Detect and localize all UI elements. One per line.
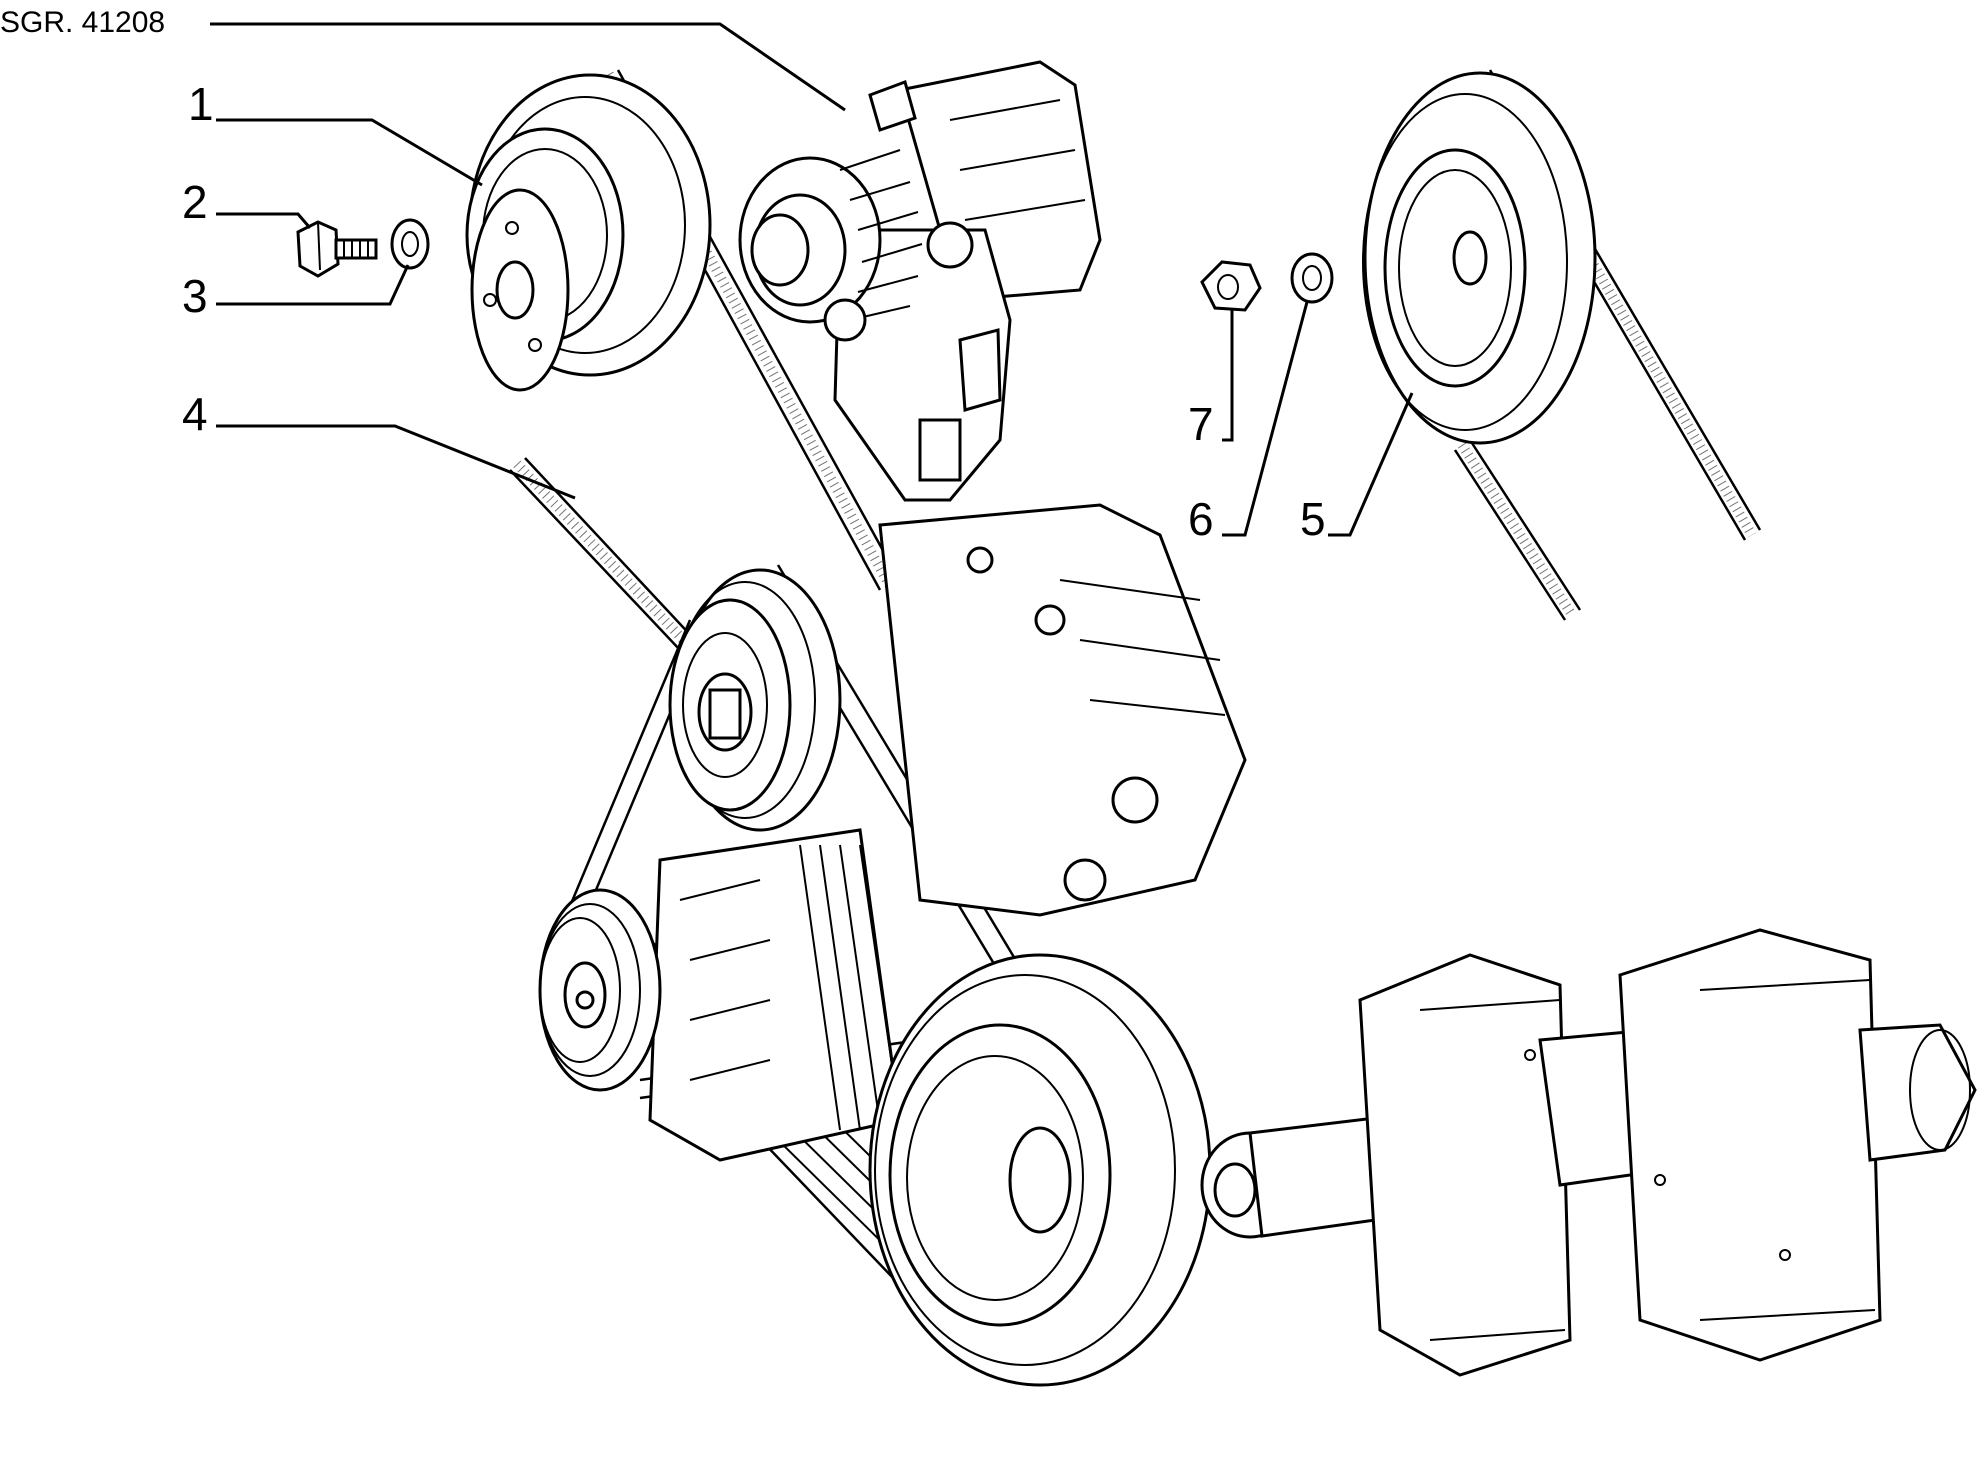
hex-nut-7	[1200, 260, 1262, 312]
pump-housing	[738, 60, 1102, 502]
washer-6	[1290, 252, 1334, 304]
tensioner-pulley	[668, 568, 842, 832]
washer-3	[390, 218, 430, 270]
crankshaft	[1200, 928, 1977, 1377]
hex-bolt-2	[296, 220, 378, 278]
callout-5: 5	[1300, 493, 1326, 545]
callout-4: 4	[182, 388, 208, 440]
pulley-1	[465, 73, 712, 392]
leader-lines	[210, 22, 1414, 537]
callout-2: 2	[182, 176, 208, 228]
crankshaft-pulley	[868, 953, 1212, 1387]
callout-7: 7	[1188, 398, 1214, 450]
pulley-5	[1362, 71, 1597, 445]
callout-3: 3	[182, 270, 208, 322]
alternator	[538, 503, 1247, 1162]
callout-1: 1	[188, 78, 214, 130]
figure-code-label: SGR. 41208	[0, 6, 165, 39]
callout-6: 6	[1188, 493, 1214, 545]
